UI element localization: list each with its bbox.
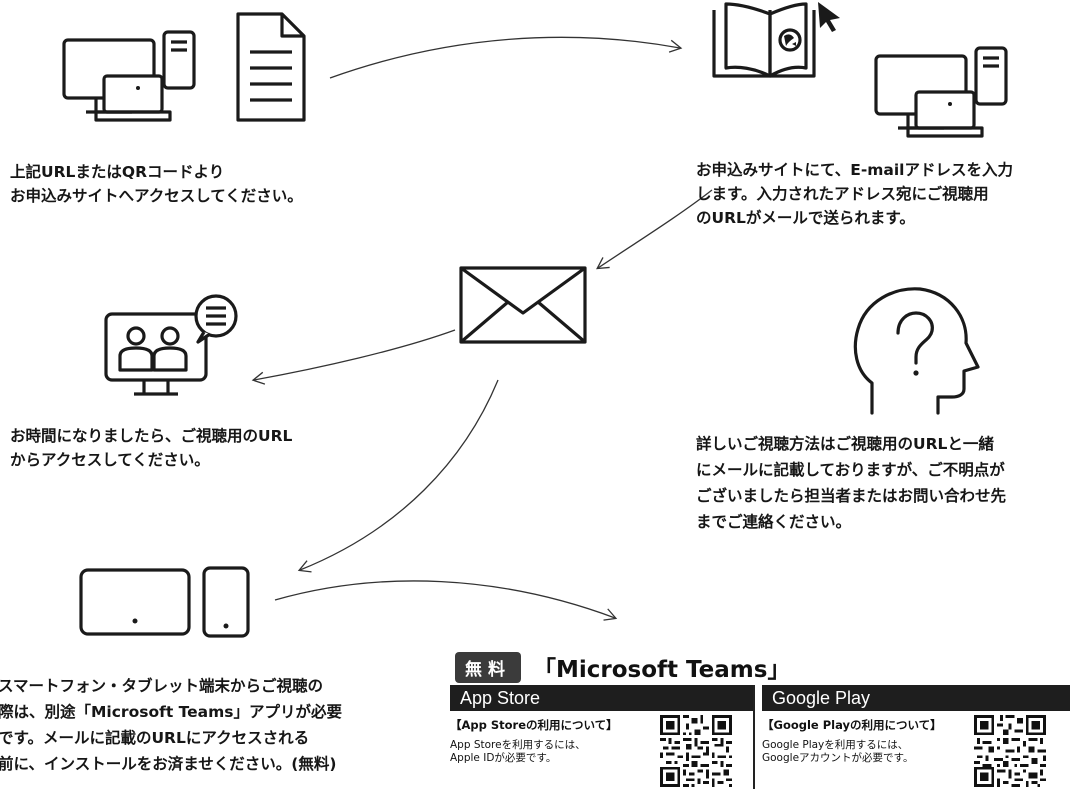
step2-text-line1: お申込みサイトにて、E-mailアドレスを入力	[696, 161, 1013, 179]
google-play-qr-code[interactable]	[974, 715, 1046, 787]
step1-text-line1: 上記URLまたはQRコードより	[10, 163, 225, 181]
note-text-line3: ございましたら担当者またはお問い合わせ先	[696, 487, 1007, 505]
step1-text-line2: お申込みサイトへアクセスしてください。	[10, 187, 303, 205]
arrow-mail-to-step4	[297, 379, 499, 573]
app-store-panel: App Store 【App Storeの利用について】 App Storeを利…	[450, 685, 755, 789]
google-play-description: Google Playを利用するには、 Googleアカウントが必要です。	[762, 739, 913, 765]
tablet-phone-icon	[78, 560, 258, 640]
web-book-icon	[708, 2, 840, 85]
teams-title: 「Microsoft Teams」	[533, 657, 791, 683]
note-text-line1: 詳しいご視聴方法はご視聴用のURLと一緒	[696, 435, 994, 453]
app-store-qr-code[interactable]	[660, 715, 732, 787]
arrow-step4-to-teams	[274, 580, 618, 621]
devices-icon	[872, 44, 1022, 154]
video-meeting-icon	[104, 290, 254, 400]
arrow-mail-to-step3	[251, 329, 456, 385]
devices-icon	[60, 28, 210, 138]
google-play-header: Google Play	[762, 685, 1070, 711]
app-store-desc-line2: Apple IDが必要です。	[450, 752, 557, 764]
app-store-header: App Store	[450, 685, 753, 711]
step2-text-line2: します。入力されたアドレス宛にご視聴用	[696, 185, 989, 203]
document-icon	[236, 12, 306, 122]
step4-text-line1: スマートフォン・タブレット端末からご視聴の	[0, 677, 324, 695]
step2-text-line3: のURLがメールで送られます。	[696, 209, 915, 227]
free-badge: 無料	[455, 651, 521, 683]
note-text-line4: までご連絡ください。	[696, 513, 852, 531]
note-text-line2: にメールに記載しておりますが、ご不明点が	[696, 461, 1005, 479]
app-store-description: App Storeを利用するには、 Apple IDが必要です。	[450, 739, 586, 765]
envelope-icon	[458, 265, 588, 345]
arrow-step1-to-step2	[329, 36, 683, 79]
google-play-subtitle: 【Google Playの利用について】	[762, 718, 942, 732]
google-play-desc-line1: Google Playを利用するには、	[762, 739, 909, 751]
step4-text-line2: 際は、別途「Microsoft Teams」アプリが必要	[0, 703, 343, 721]
step3-text-line2: からアクセスしてください。	[10, 451, 210, 469]
question-head-icon	[850, 285, 980, 415]
google-play-desc-line2: Googleアカウントが必要です。	[762, 752, 914, 764]
step3-text-line1: お時間になりましたら、ご視聴用のURL	[10, 427, 293, 445]
app-store-subtitle: 【App Storeの利用について】	[450, 718, 618, 732]
google-play-panel: Google Play 【Google Playの利用について】 Google …	[762, 685, 1070, 789]
step4-text-line4: 前に、インストールをお済ませください。(無料)	[0, 755, 337, 773]
teams-heading: 無料 「Microsoft Teams」	[455, 650, 790, 684]
step4-text-line3: です。メールに記載のURLにアクセスされる	[0, 729, 310, 747]
arrow-step2-to-mail	[596, 189, 713, 270]
app-store-desc-line1: App Storeを利用するには、	[450, 739, 586, 751]
